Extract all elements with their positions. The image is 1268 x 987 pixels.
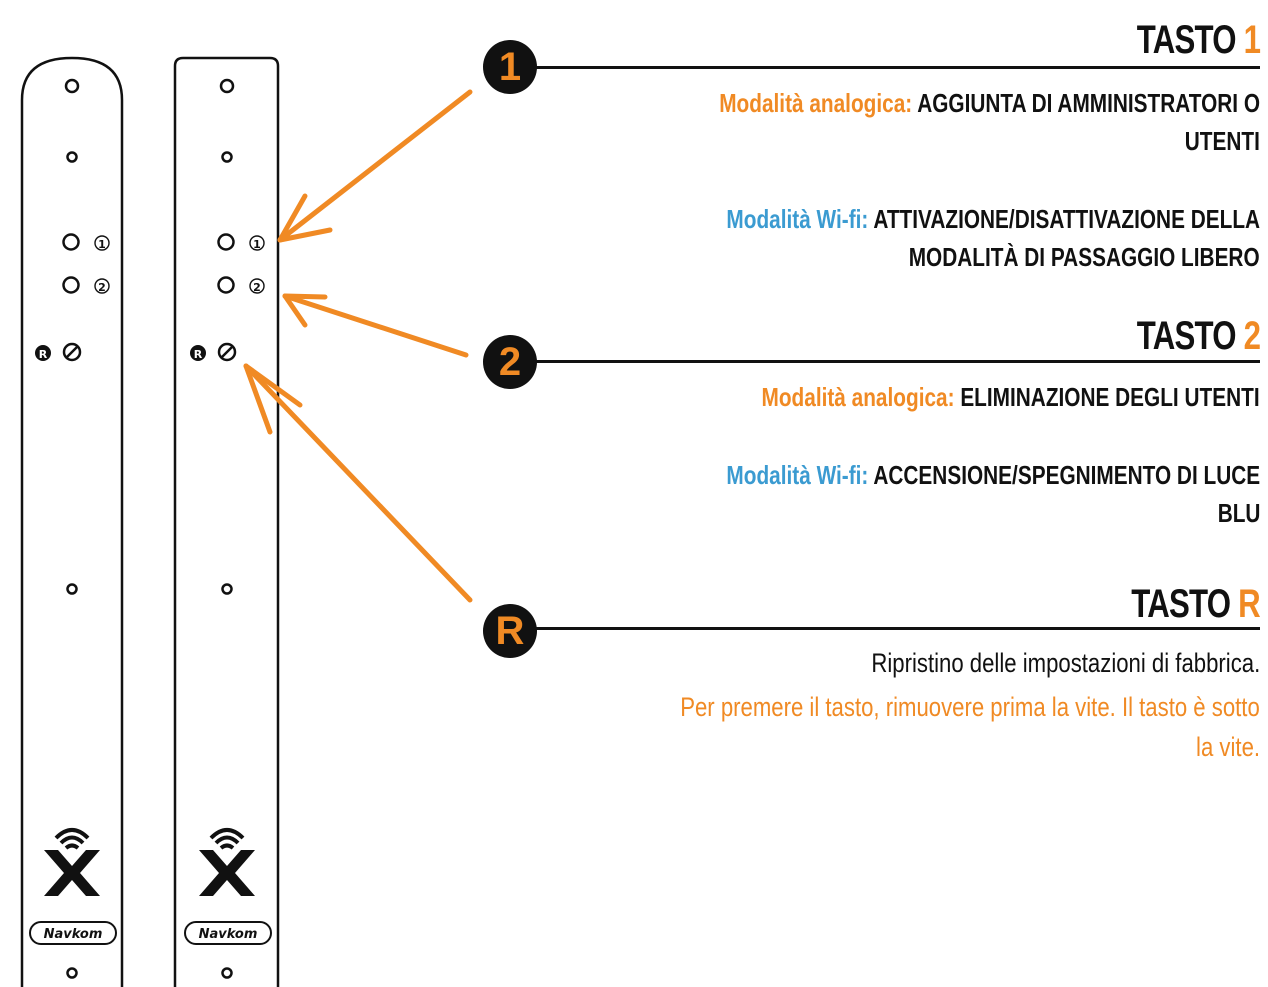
led-2-icon [62,276,80,294]
svg-text:Navkom: Navkom [199,927,258,942]
device-square-labels: 1 2 R [190,235,265,361]
section-r-note-line2: la vite. [1196,732,1260,762]
screw-hole [221,967,233,979]
led-2-icon [217,276,235,294]
screw-hole [66,583,78,595]
arrow-1-head [277,193,308,243]
screw-hole [219,78,235,94]
badge-r: R [483,604,537,658]
section-r-note-line1: Per premere il tasto, rimuovere prima la… [680,692,1260,722]
section-1-title: TASTO 1 [1136,18,1261,62]
arrow-2-shaft [282,293,469,358]
arrow-2-head [282,293,328,300]
device-illustration: 1 2 R Navkom 1 2 R Na [20,56,280,987]
svg-text:R: R [194,348,203,361]
reset-button-icon [35,345,51,361]
section-r-title: TASTO R [1131,582,1260,626]
arrow-r-shaft [243,363,473,603]
arrow-1-head [277,227,333,243]
screw-hole [66,967,78,979]
section-r-rule [535,627,1260,630]
arrow-r-head [243,363,303,408]
section-2-analog-line1: Modalità analogica: ELIMINAZIONE DEGLI U… [761,382,1260,412]
screw-hole [221,583,233,595]
arrow-2-head [282,293,308,328]
section-1-analog-line1: Modalità analogica: AGGIUNTA DI AMMINIST… [719,88,1260,118]
svg-text:1: 1 [253,238,261,251]
screw-slot-icon [62,342,82,362]
reset-label: R [39,348,48,361]
svg-text:2: 2 [253,281,261,294]
section-2-wifi-line2: BLU [1217,498,1260,528]
section-1-wifi-line1: Modalità Wi-fi: ATTIVAZIONE/DISATTIVAZIO… [726,204,1260,234]
section-1-wifi-line2: MODALITÀ DI PASSAGGIO LIBERO [909,242,1260,272]
badge-1: 1 [483,40,537,94]
led-2-label: 2 [98,281,106,294]
navkom-logo-icon: Navkom [184,828,272,945]
screw-slot-icon [217,342,237,362]
section-2-rule [535,360,1260,363]
arrow-r-head [243,363,273,435]
screw-slot-line [65,345,79,359]
section-1-rule [535,66,1260,69]
arrows [243,89,473,603]
screw-slot-line [220,345,234,359]
device-rounded-labels: 1 2 R [35,235,110,361]
device-rounded-outline [20,56,124,987]
screw-hole [66,151,78,163]
section-2-title: TASTO 2 [1136,314,1261,358]
brand-text: Navkom [44,927,103,942]
badge-2: 2 [483,335,537,389]
led-1-icon [62,233,80,251]
device-square-outline [173,56,280,987]
navkom-logo-icon: Navkom [29,828,117,945]
screw-hole [221,151,233,163]
section-1-analog-line2: UTENTI [1184,126,1260,156]
section-2-wifi-line1: Modalità Wi-fi: ACCENSIONE/SPEGNIMENTO D… [726,460,1260,490]
led-1-label: 1 [98,238,106,251]
reset-button-icon [190,345,206,361]
device-square [173,56,280,987]
section-r-desc: Ripristino delle impostazioni di fabbric… [871,648,1260,678]
screw-hole [64,78,80,94]
led-1-icon [217,233,235,251]
arrow-1-shaft [277,89,473,243]
device-rounded [20,56,124,987]
